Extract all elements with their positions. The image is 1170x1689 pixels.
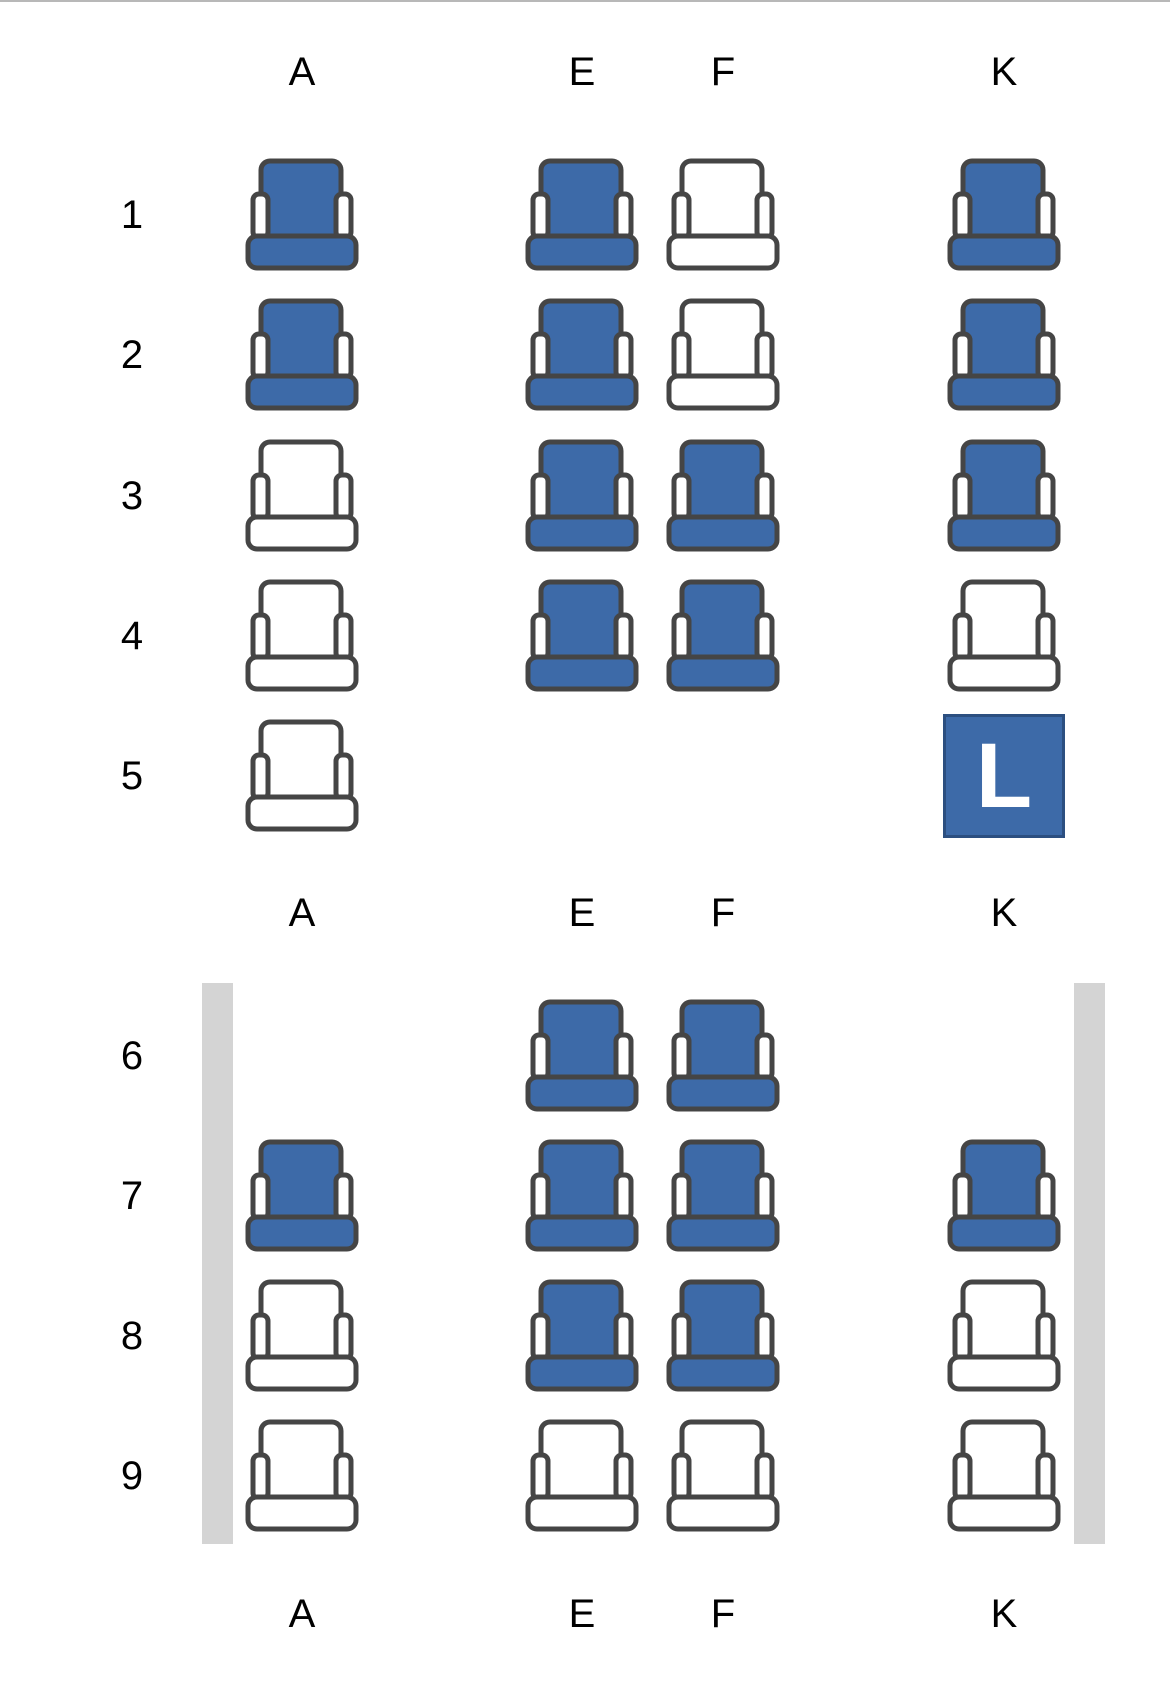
seat-icon: [666, 579, 780, 692]
seat-icon: [525, 1279, 639, 1392]
seat-icon: [245, 1279, 359, 1392]
seat-5a-available[interactable]: [245, 719, 359, 833]
row-number: 3: [120, 474, 144, 518]
seat-7f-occupied: [666, 1139, 780, 1253]
seat-4a-available[interactable]: [245, 579, 359, 693]
seat-9k-available[interactable]: [947, 1419, 1061, 1533]
column-header-a: A: [288, 1592, 316, 1636]
column-header-k: K: [990, 1592, 1018, 1636]
seat-icon: [666, 439, 780, 552]
seat-9f-available[interactable]: [666, 1419, 780, 1533]
seat-icon: [947, 579, 1061, 692]
row-number: 1: [120, 193, 144, 237]
seat-icon: [245, 719, 359, 832]
seat-icon: [525, 579, 639, 692]
column-header-f: F: [710, 1592, 736, 1636]
column-header-k: K: [990, 50, 1018, 94]
seat-8e-occupied: [525, 1279, 639, 1393]
seat-icon: [525, 298, 639, 411]
right-cabin-wall: [1074, 983, 1105, 1544]
seat-6f-occupied: [666, 999, 780, 1113]
seat-7e-occupied: [525, 1139, 639, 1253]
seat-3f-occupied: [666, 439, 780, 553]
seat-1f-available[interactable]: [666, 158, 780, 272]
seat-icon: [245, 439, 359, 552]
seat-icon: [525, 1139, 639, 1252]
seat-icon: [245, 1419, 359, 1532]
seat-icon: [666, 298, 780, 411]
seat-2e-occupied: [525, 298, 639, 412]
seat-icon: [245, 298, 359, 411]
column-header-f: F: [710, 50, 736, 94]
seat-3e-occupied: [525, 439, 639, 553]
seat-2k-occupied: [947, 298, 1061, 412]
row-number: 9: [120, 1454, 144, 1498]
seat-icon: [666, 158, 780, 271]
seat-7a-occupied: [245, 1139, 359, 1253]
top-divider: [0, 0, 1170, 2]
seat-icon: [245, 158, 359, 271]
seat-1a-occupied: [245, 158, 359, 272]
seat-icon: [947, 1139, 1061, 1252]
column-header-f: F: [710, 891, 736, 935]
lavatory-icon: L: [943, 714, 1065, 838]
seat-1k-occupied: [947, 158, 1061, 272]
column-header-e: E: [568, 50, 596, 94]
seat-icon: [525, 158, 639, 271]
seat-icon: [666, 1279, 780, 1392]
seat-icon: [245, 1139, 359, 1252]
seat-8f-occupied: [666, 1279, 780, 1393]
seat-icon: [947, 439, 1061, 552]
seat-4k-available[interactable]: [947, 579, 1061, 693]
seat-1e-occupied: [525, 158, 639, 272]
seat-icon: [947, 298, 1061, 411]
row-number: 5: [120, 754, 144, 798]
seat-4e-occupied: [525, 579, 639, 693]
seat-6e-occupied: [525, 999, 639, 1113]
seat-icon: [245, 579, 359, 692]
seat-4f-occupied: [666, 579, 780, 693]
seat-2f-available[interactable]: [666, 298, 780, 412]
seat-3k-occupied: [947, 439, 1061, 553]
row-number: 7: [120, 1174, 144, 1218]
seat-2a-occupied: [245, 298, 359, 412]
row-number: 8: [120, 1314, 144, 1358]
column-header-a: A: [288, 50, 316, 94]
row-number: 2: [120, 333, 144, 377]
seat-icon: [525, 1419, 639, 1532]
seat-3a-available[interactable]: [245, 439, 359, 553]
seat-8k-available[interactable]: [947, 1279, 1061, 1393]
row-number: 4: [120, 614, 144, 658]
seat-icon: [947, 158, 1061, 271]
column-header-k: K: [990, 891, 1018, 935]
column-header-a: A: [288, 891, 316, 935]
row-number: 6: [120, 1034, 144, 1078]
seat-icon: [666, 999, 780, 1112]
seat-8a-available[interactable]: [245, 1279, 359, 1393]
seat-icon: [947, 1419, 1061, 1532]
seat-9a-available[interactable]: [245, 1419, 359, 1533]
seat-9e-available[interactable]: [525, 1419, 639, 1533]
seat-icon: [525, 439, 639, 552]
left-cabin-wall: [202, 983, 233, 1544]
seat-icon: [666, 1419, 780, 1532]
seat-icon: [947, 1279, 1061, 1392]
seat-7k-occupied: [947, 1139, 1061, 1253]
seat-icon: [666, 1139, 780, 1252]
column-header-e: E: [568, 1592, 596, 1636]
column-header-e: E: [568, 891, 596, 935]
seat-icon: [525, 999, 639, 1112]
